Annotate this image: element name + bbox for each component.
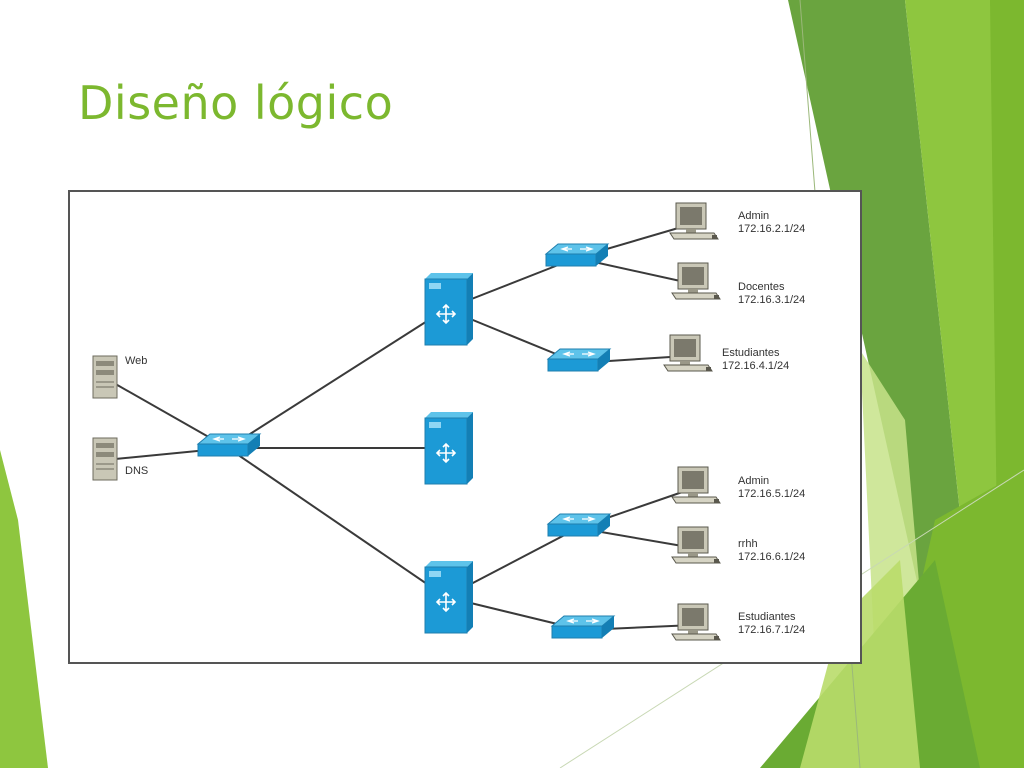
router-icon <box>424 273 473 346</box>
switch-icon <box>546 513 612 537</box>
computer-icon <box>671 603 721 641</box>
server-label: Web <box>125 355 147 367</box>
links <box>104 223 695 631</box>
switch-icon <box>550 615 616 639</box>
server-icon <box>92 355 118 399</box>
computer-icon <box>671 466 721 504</box>
host-ip-label: 172.16.3.1/24 <box>738 294 805 306</box>
host-ip-label: 172.16.7.1/24 <box>738 624 805 636</box>
router-icon <box>424 561 473 634</box>
switch-icon <box>546 348 612 372</box>
deco-shape-left <box>0 450 48 768</box>
host-ip-label: 172.16.6.1/24 <box>738 551 805 563</box>
host-name-label: Admin <box>738 475 769 487</box>
server-label: DNS <box>125 465 148 477</box>
host-name-label: Docentes <box>738 281 785 293</box>
slide-title: Diseño lógico <box>78 76 394 130</box>
network-link <box>227 447 447 598</box>
switch-icon <box>196 433 262 457</box>
host-ip-label: 172.16.5.1/24 <box>738 488 805 500</box>
switch-icon <box>544 243 610 267</box>
host-name-label: Admin <box>738 210 769 222</box>
host-ip-label: 172.16.4.1/24 <box>722 360 789 372</box>
host-name-label: rrhh <box>738 538 758 550</box>
host-ip-label: 172.16.2.1/24 <box>738 223 805 235</box>
computer-icon <box>671 262 721 300</box>
computer-icon <box>671 526 721 564</box>
deco-shape-pale <box>800 560 920 768</box>
router-icon <box>424 412 473 485</box>
deco-shape-dark <box>788 0 965 640</box>
network-diagram-canvas: WebDNSAdmin172.16.2.1/24Docentes172.16.3… <box>92 202 805 641</box>
computer-icon <box>669 202 719 240</box>
host-name-label: Estudiantes <box>738 611 796 623</box>
network-link <box>227 308 447 449</box>
server-icon <box>92 437 118 481</box>
host-name-label: Estudiantes <box>722 347 780 359</box>
computer-icon <box>663 334 713 372</box>
